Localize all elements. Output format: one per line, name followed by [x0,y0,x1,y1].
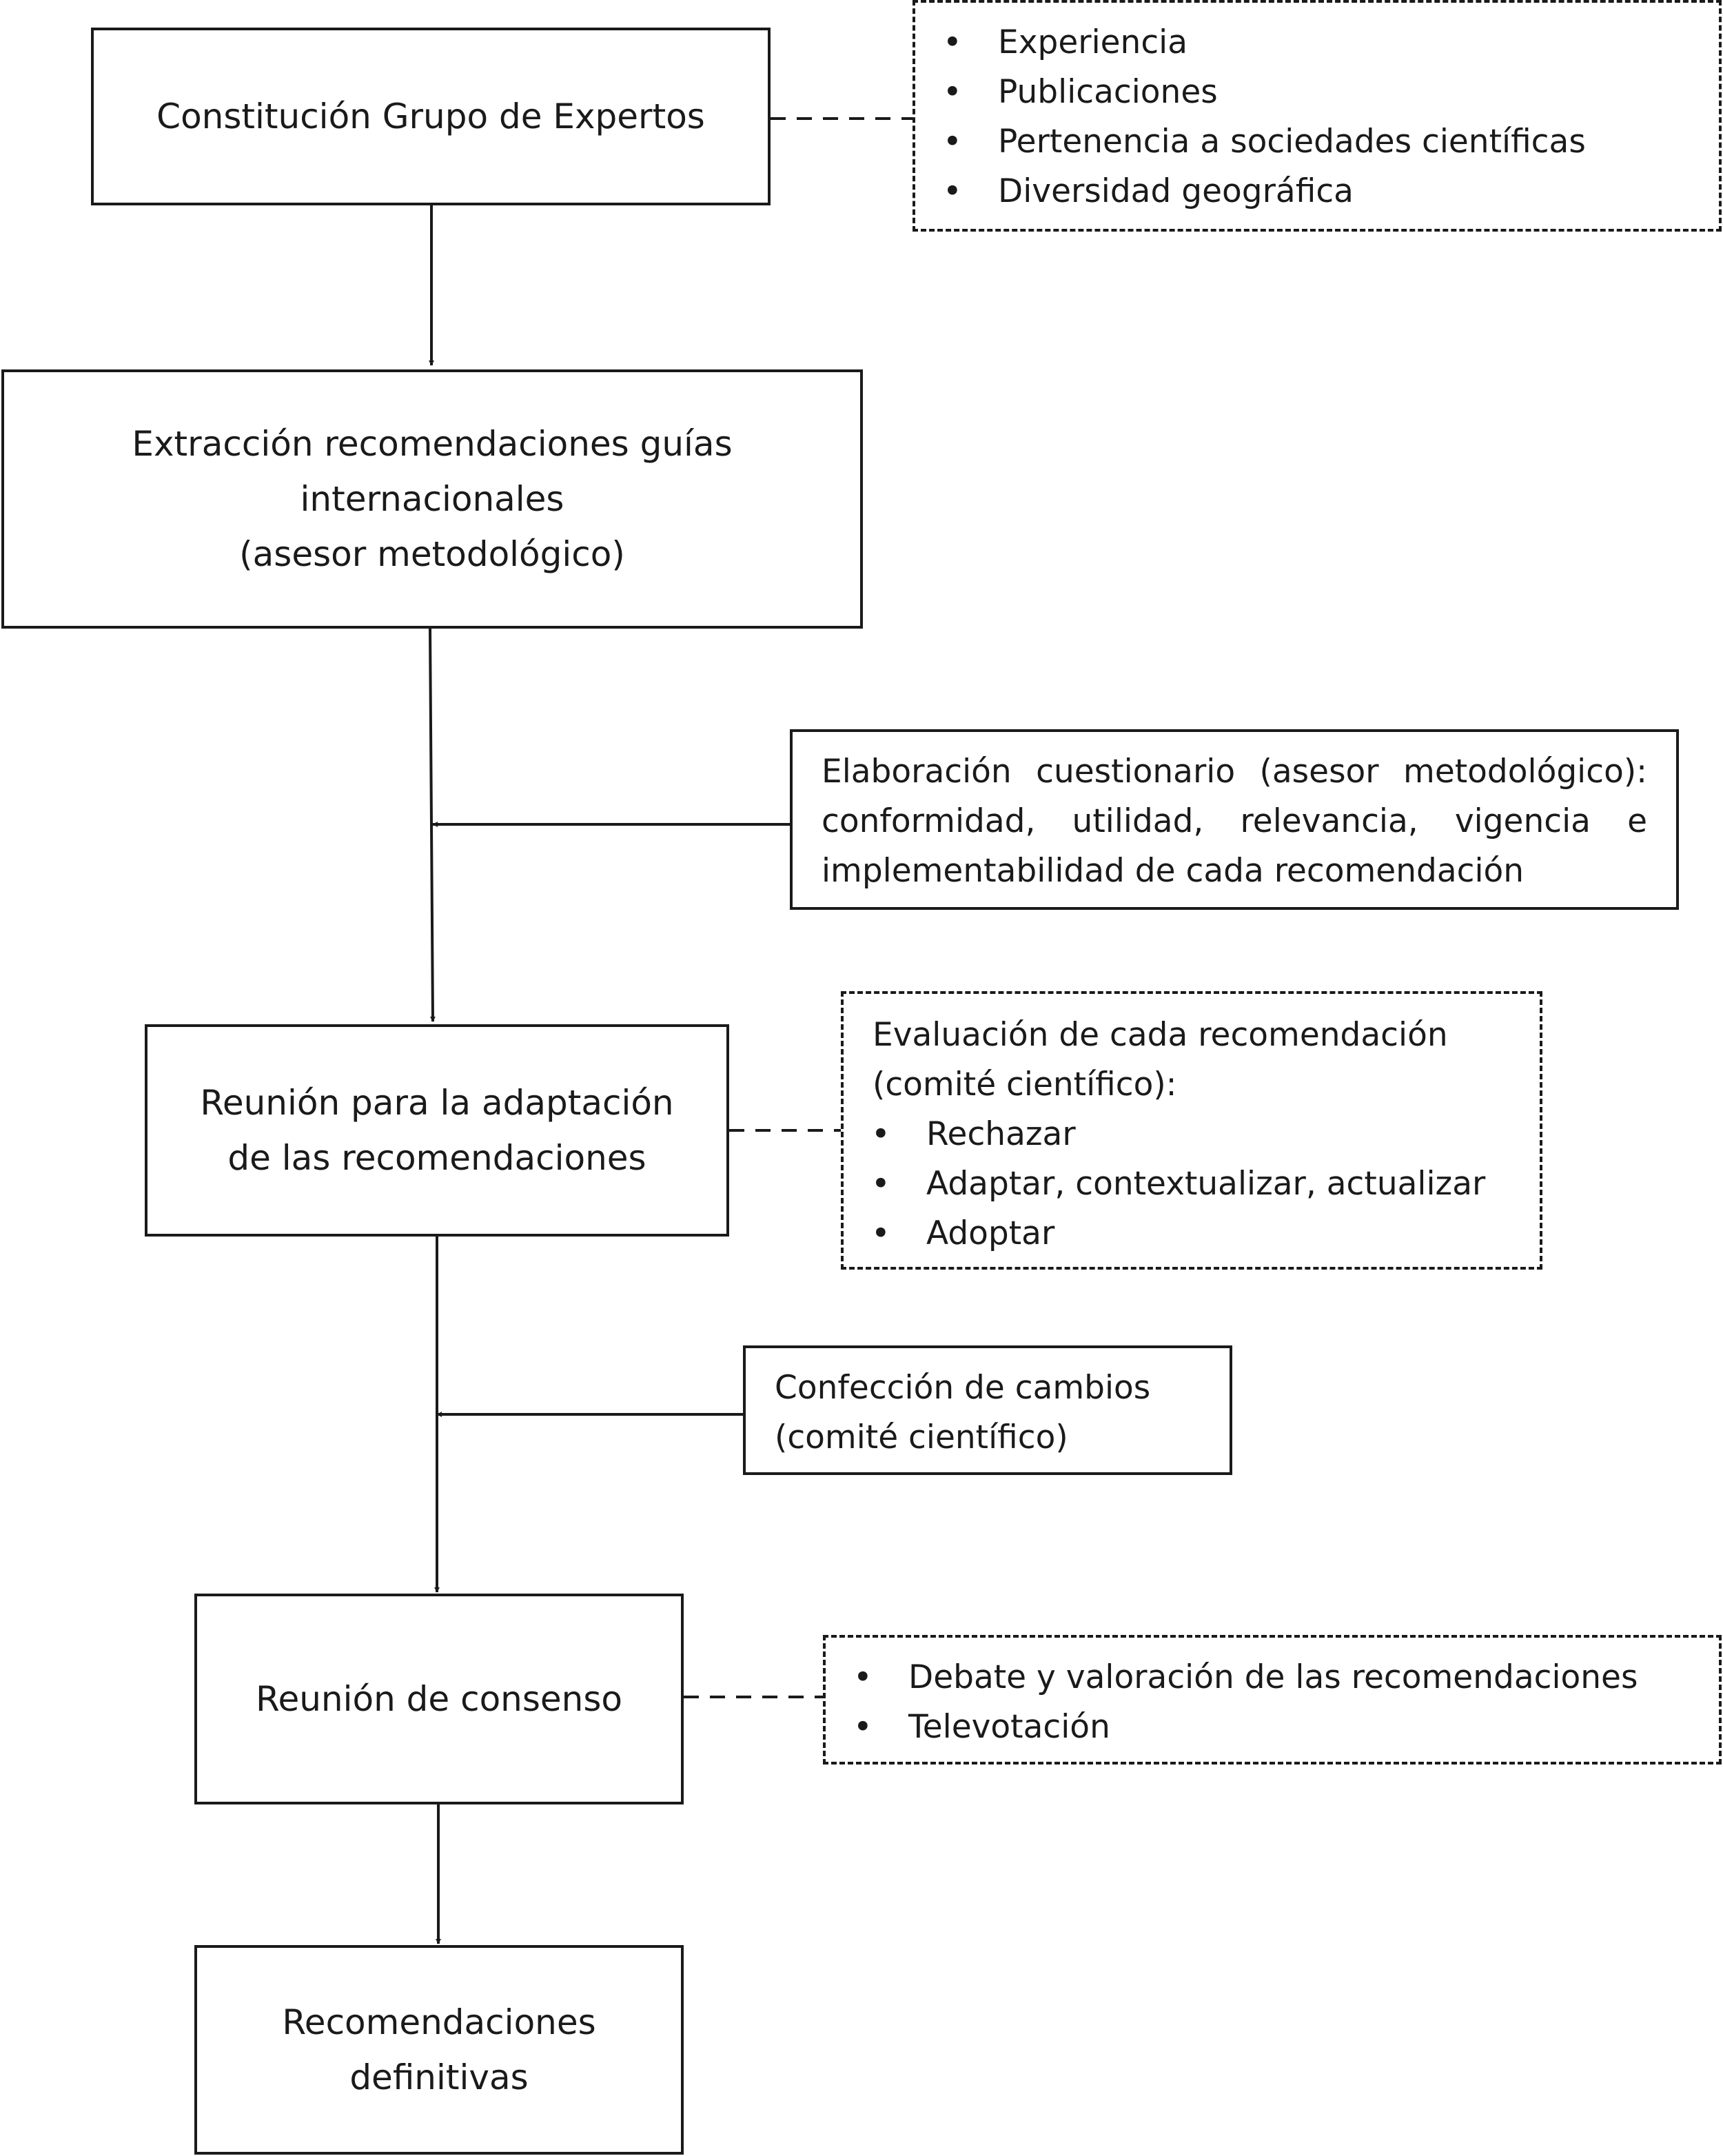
evaluacion-heading: Evaluación de cada recomendación (comité… [873,1016,1448,1104]
cambios-text: Confección de cambios (comité científico… [775,1369,1151,1456]
step-reunion-consenso: Reunión de consenso [194,1594,684,1804]
step-constitucion-label: Constitución Grupo de Expertos [156,96,705,136]
criterio-item: Experiencia [915,18,1719,68]
evaluacion-options: Rechazar Adaptar, contextualizar, actual… [844,1110,1540,1259]
step-recomendaciones-label: Recomendaciones definitivas [282,2002,596,2097]
evaluacion-option: Adoptar [844,1209,1540,1259]
cuestionario-text: Elaboración cuestionario (asesor metodol… [822,753,1647,890]
consenso-item: Debate y valoración de las recomendacion… [826,1653,1719,1702]
step-extraccion-recomendaciones: Extracción recomendaciones guías interna… [1,369,863,629]
arrow-extraccion-to-adaptacion [429,628,436,1022]
step-recomendaciones-definitivas: Recomendaciones definitivas [194,1945,684,2155]
criterio-item: Publicaciones [915,68,1719,117]
note-criterios-seleccion: Experiencia Publicaciones Pertenencia a … [913,0,1722,232]
criterios-list: Experiencia Publicaciones Pertenencia a … [915,18,1719,216]
evaluacion-option: Adaptar, contextualizar, actualizar [844,1159,1540,1209]
criterio-item: Diversidad geográfica [915,167,1719,216]
step-extraccion-label: Extracción recomendaciones guías interna… [132,424,733,574]
consenso-list: Debate y valoración de las recomendacion… [826,1653,1719,1752]
step-reunion-consenso-label: Reunión de consenso [255,1679,622,1719]
input-elaboracion-cuestionario: Elaboración cuestionario (asesor metodol… [790,729,1679,910]
input-confeccion-cambios: Confección de cambios (comité científico… [743,1345,1232,1475]
step-reunion-adaptacion: Reunión para la adaptación de las recome… [145,1024,729,1237]
evaluacion-option: Rechazar [844,1110,1540,1159]
criterio-item: Pertenencia a sociedades científicas [915,117,1719,167]
step-constitucion-grupo: Constitución Grupo de Expertos [91,28,771,205]
note-evaluacion-recomendacion: Evaluación de cada recomendación (comité… [841,991,1542,1270]
step-reunion-adaptacion-label: Reunión para la adaptación de las recome… [200,1083,674,1178]
consenso-item: Televotación [826,1702,1719,1752]
note-consenso-actividades: Debate y valoración de las recomendacion… [823,1635,1722,1765]
